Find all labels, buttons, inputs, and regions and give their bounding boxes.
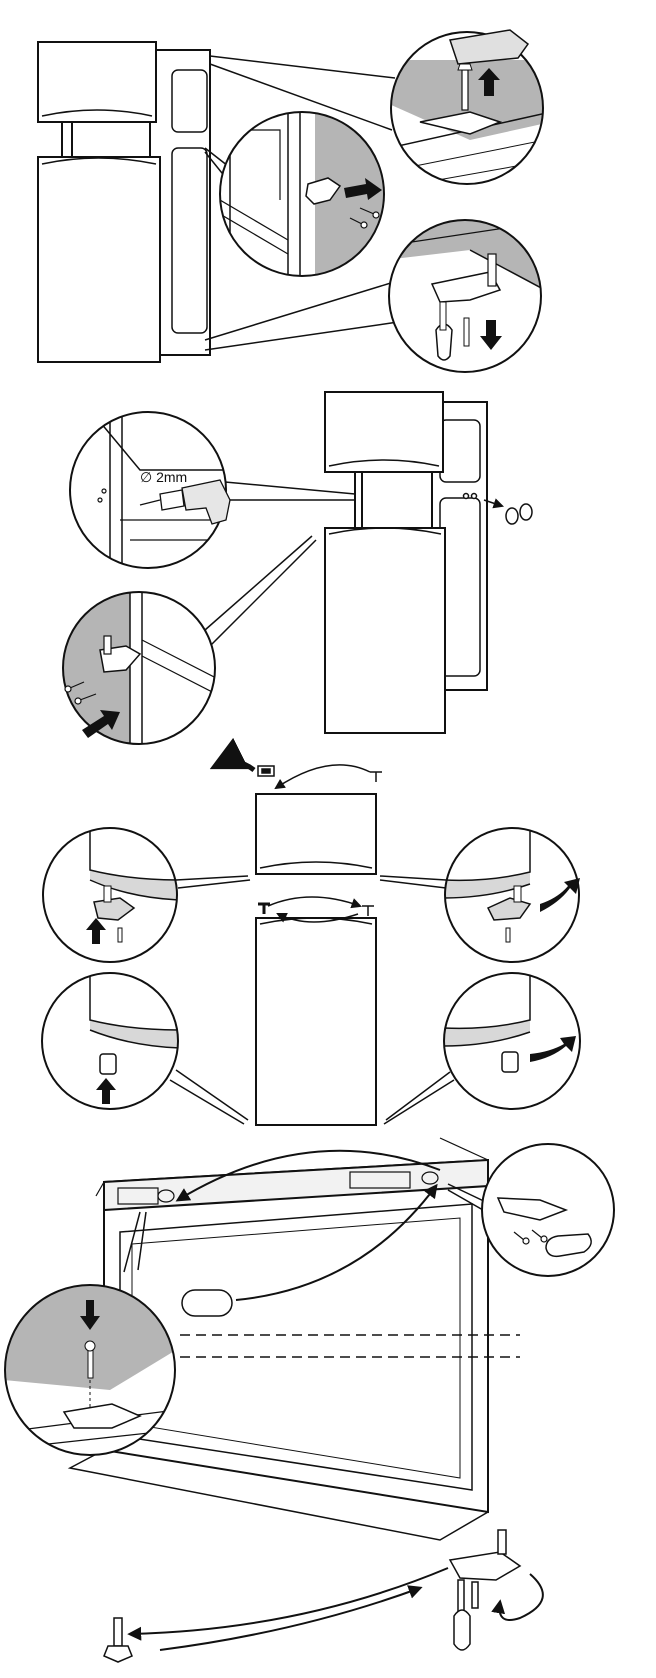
detail-bottom-hinge [388,219,542,373]
nut-icon [103,1645,133,1663]
drill-icon [139,479,231,525]
screw-icon [505,927,511,943]
screw-icon [117,927,123,943]
detail-bottom-left-pin [41,972,179,1110]
screw-icon [471,1581,479,1609]
dashed-lines [180,1334,520,1358]
step1-callout-lines [204,55,399,351]
detail-attach-hinge [62,591,216,745]
screw-icon [457,63,473,111]
screw-icon [64,681,97,705]
screw-icon [457,1579,465,1615]
pin-icon [501,1051,519,1073]
screw-icon [113,1617,123,1647]
foot-icon [453,1609,471,1651]
foot-icon [435,301,453,361]
hinge-icon [430,271,502,303]
arrow-icon [82,710,120,738]
plug-icons [462,492,533,525]
detail-top-hinge-parts [481,1143,615,1277]
step4-arrows [127,1149,544,1651]
loose-screw [103,1617,133,1663]
arrow-up-icon [478,68,500,96]
hinge-icon [62,1403,142,1429]
hinge-icon [93,897,136,921]
arrow-down-icon [480,320,502,350]
step3-doors [255,793,377,1126]
small-parts [257,765,382,916]
detail-drill-holes: ∅ 2mm [69,411,231,569]
arrow-right-icon [344,178,382,200]
hinge-icon [305,177,342,205]
foot-parts [448,1529,522,1651]
drill-size-label: ∅ 2mm [140,469,187,485]
screw-icon [84,1340,96,1379]
step2-fridge [324,391,488,734]
detail-top-hinge-cover [390,29,544,185]
pin-icon [99,1053,117,1075]
detail-top-left-pin [42,827,178,963]
detail-middle-hinge [219,111,385,277]
hinge-cover-icon [449,29,530,65]
step3-arrows [209,737,371,923]
hinge-icon [448,1551,522,1581]
screw-icon [349,207,380,229]
arrow-icon [530,1036,576,1062]
detail-bottom-right-pin [443,972,581,1110]
hinge-icon [496,1197,569,1221]
arrow-up-icon [96,1078,116,1104]
hinge-icon [486,897,532,921]
detail-hinge-screw-down [4,1284,176,1456]
step2-callout-lines [204,481,356,647]
arrow-icon [540,878,580,912]
screw-icon [463,317,470,347]
arrow-down-icon [80,1300,100,1330]
detail-top-right-pin [444,827,580,963]
hinge-cover-icon [545,1233,592,1258]
screw-icon [513,1229,548,1245]
step1-fridge [37,41,211,363]
arrow-up-icon [86,918,106,944]
step3-callout-lines [169,875,455,1125]
